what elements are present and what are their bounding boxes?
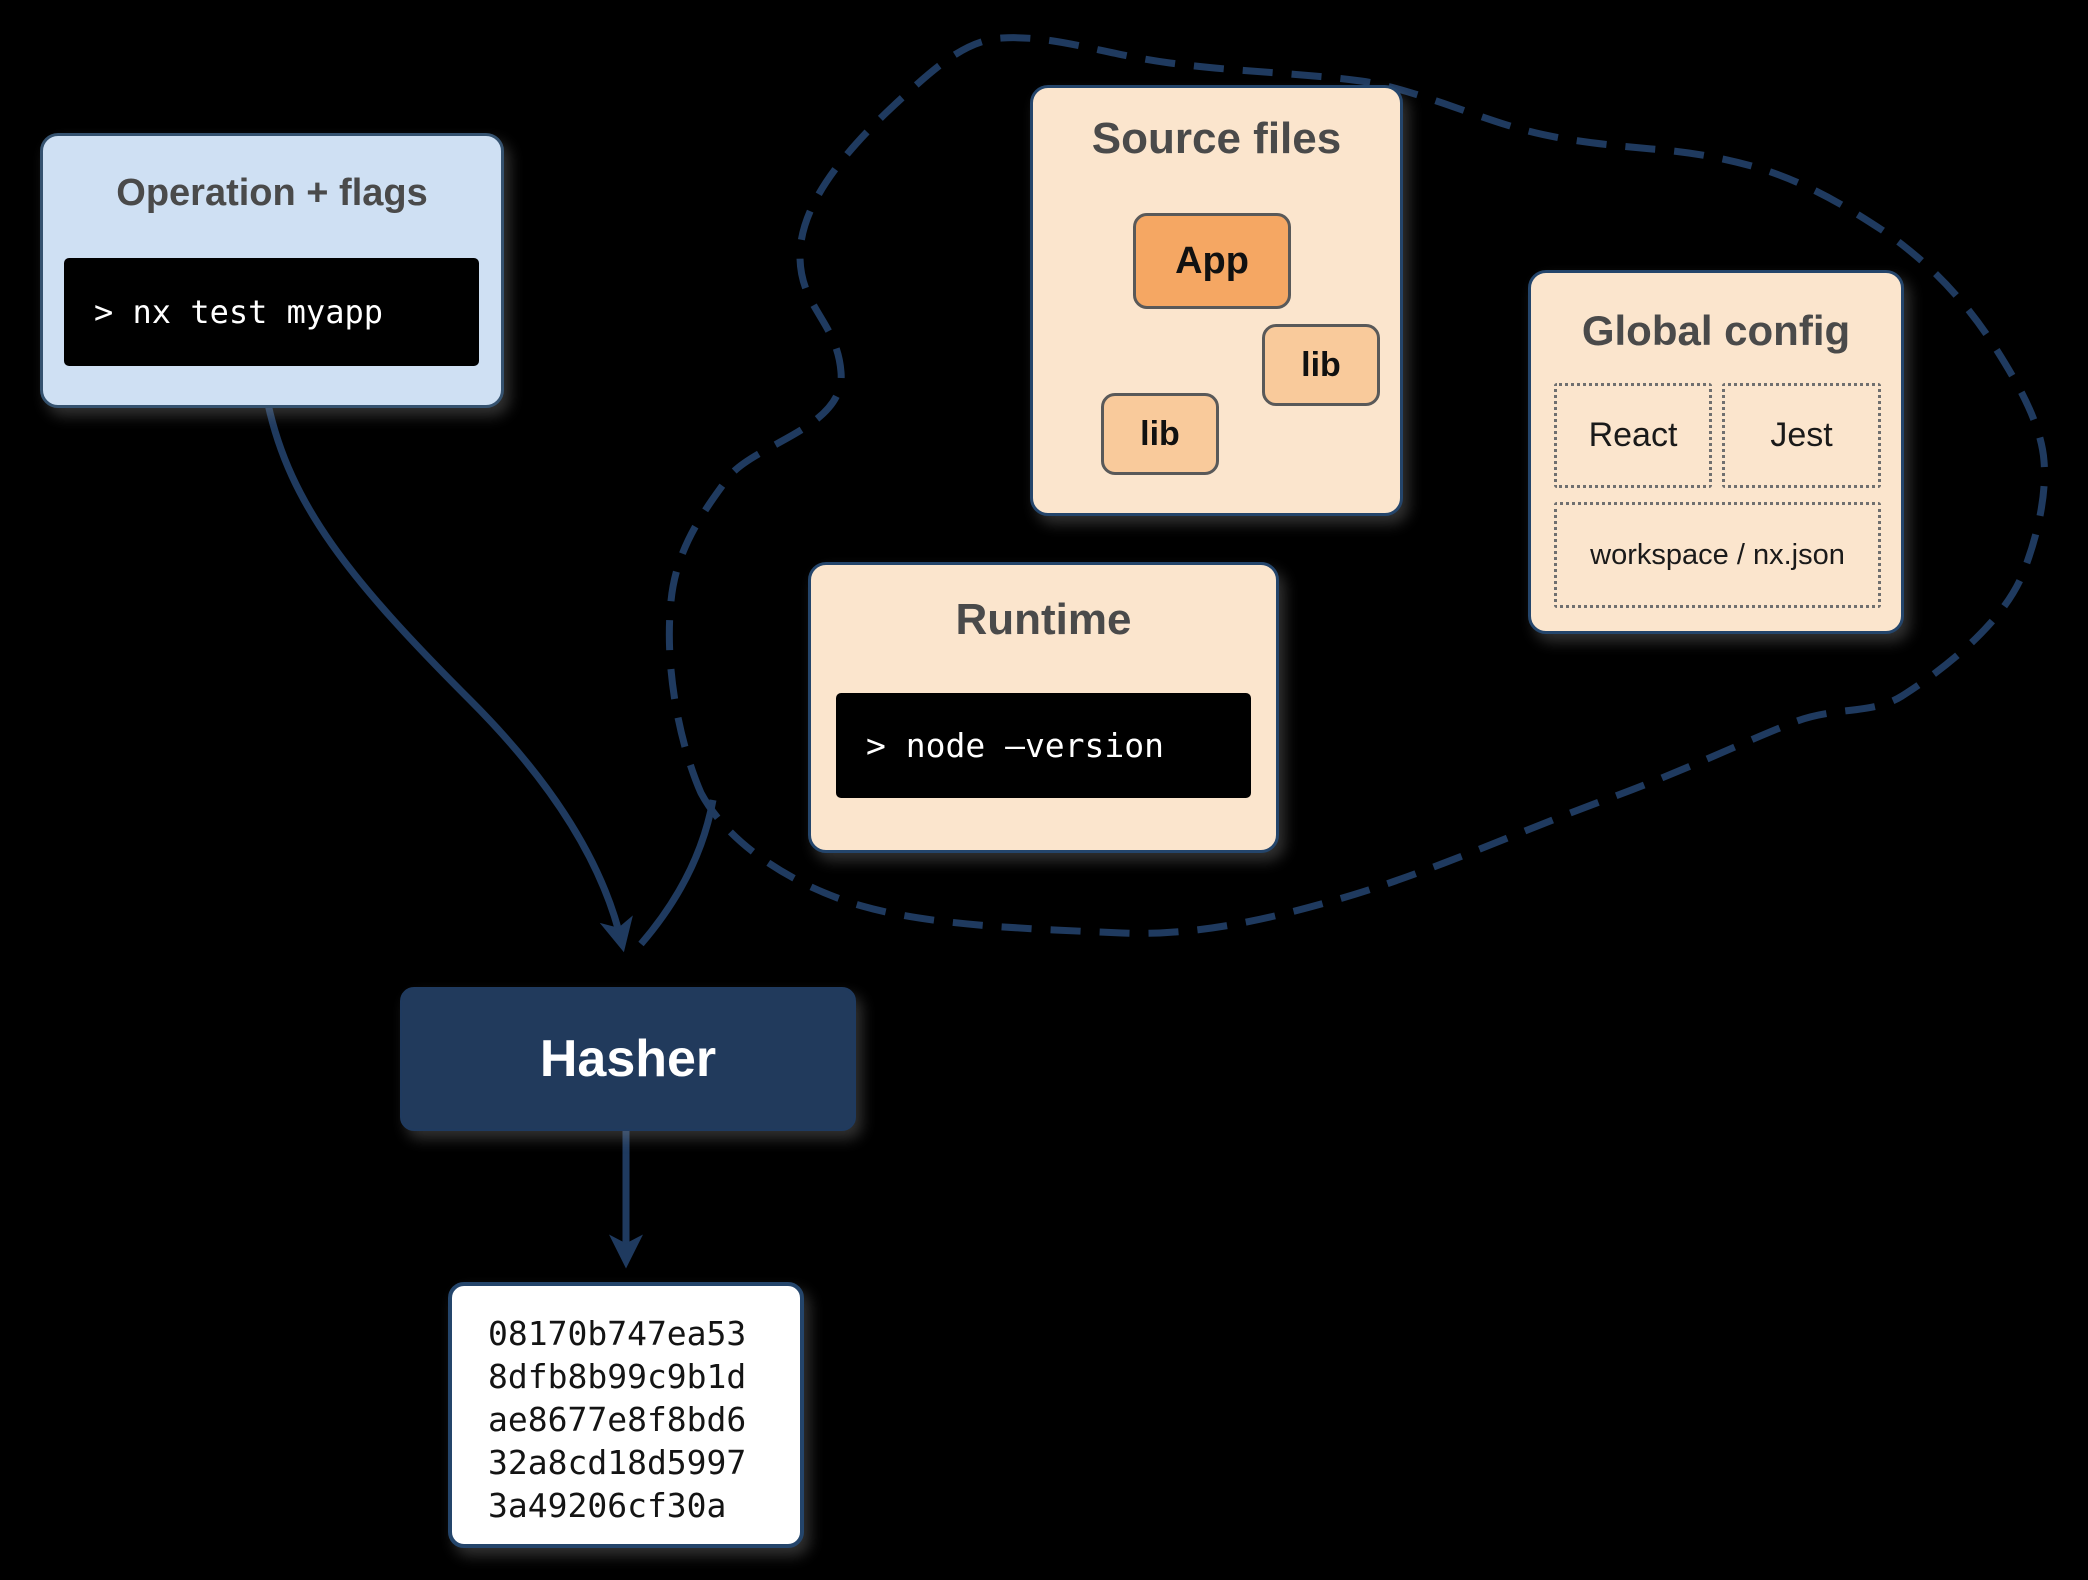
hash-output-box: 08170b747ea53 8dfb8b99c9b1d ae8677e8f8bd…: [448, 1282, 804, 1548]
hasher-box: Hasher: [400, 987, 856, 1131]
workspace-config-chip: workspace / nx.json: [1554, 502, 1881, 608]
operation-command-text: > nx test myapp: [94, 293, 383, 331]
hash-line: 32a8cd18d5997: [488, 1443, 747, 1482]
hash-line: 08170b747ea53: [488, 1314, 747, 1353]
app-node: App: [1133, 213, 1291, 309]
cloud-to-hasher-arrow: [638, 799, 717, 947]
runtime-command-text: > node –version: [866, 726, 1165, 765]
runtime-box: Runtime > node –version: [808, 562, 1279, 853]
jest-config-label: Jest: [1770, 416, 1833, 454]
lib-node-left-label: lib: [1140, 414, 1180, 453]
runtime-terminal: > node –version: [836, 693, 1251, 798]
react-config-label: React: [1588, 416, 1678, 454]
global-config-title: Global config: [1581, 307, 1851, 354]
app-node-label: App: [1175, 239, 1249, 282]
hash-line: ae8677e8f8bd6: [488, 1400, 747, 1439]
jest-config-chip: Jest: [1722, 383, 1881, 488]
runtime-title: Runtime: [955, 595, 1132, 644]
workspace-config-label: workspace / nx.json: [1590, 538, 1845, 571]
operation-to-hasher-arrow: [264, 403, 633, 953]
operation-flags-title: Operation + flags: [116, 172, 428, 214]
source-files-title: Source files: [1091, 114, 1342, 163]
lib-node-left: lib: [1101, 393, 1219, 475]
lib-node-right-label: lib: [1301, 345, 1341, 384]
lib-node-right: lib: [1262, 324, 1380, 406]
operation-flags-box: Operation + flags > nx test myapp: [40, 133, 504, 408]
hash-line: 3a49206cf30a: [488, 1486, 727, 1525]
hasher-label: Hasher: [539, 1030, 717, 1088]
operation-terminal: > nx test myapp: [64, 258, 479, 366]
react-config-chip: React: [1554, 383, 1712, 488]
source-files-box: Source files App lib lib: [1030, 85, 1403, 516]
global-config-box: Global config React Jest workspace / nx.…: [1528, 270, 1904, 634]
hash-line: 8dfb8b99c9b1d: [488, 1357, 747, 1396]
